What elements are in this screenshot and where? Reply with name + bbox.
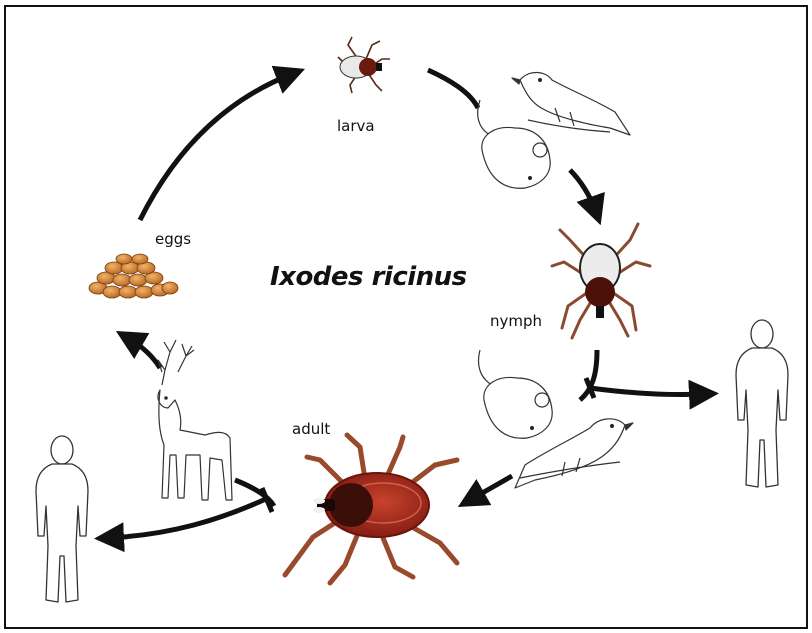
arrow-larva-feeding [428, 70, 478, 108]
arrow-deer-to-eggs [128, 338, 160, 368]
egg-cluster-icon [89, 254, 178, 298]
nymph-label: nymph [490, 312, 542, 330]
arrow-eggs-to-larva [140, 74, 292, 220]
species-title: Ixodes ricinus [270, 262, 467, 292]
arrow-adult-to-human [108, 498, 268, 538]
adult-label: adult [292, 420, 330, 438]
mouse-icon [479, 350, 553, 438]
human-icon [36, 436, 88, 602]
larva-tick-icon [338, 37, 390, 93]
human-icon [736, 320, 788, 487]
adult-tick-icon [285, 435, 457, 583]
arrow-nymph-to-human [590, 388, 705, 395]
arrow-nymph-to-adult [470, 476, 512, 500]
bird-icon [512, 73, 630, 136]
arrow-larva-to-nymph [570, 170, 596, 212]
deer-icon [158, 340, 232, 500]
larva-label: larva [337, 117, 375, 135]
eggs-label: eggs [155, 230, 191, 248]
mouse-icon [478, 100, 551, 188]
nymph-tick-icon [552, 224, 650, 338]
cycle-arrows [108, 70, 705, 538]
